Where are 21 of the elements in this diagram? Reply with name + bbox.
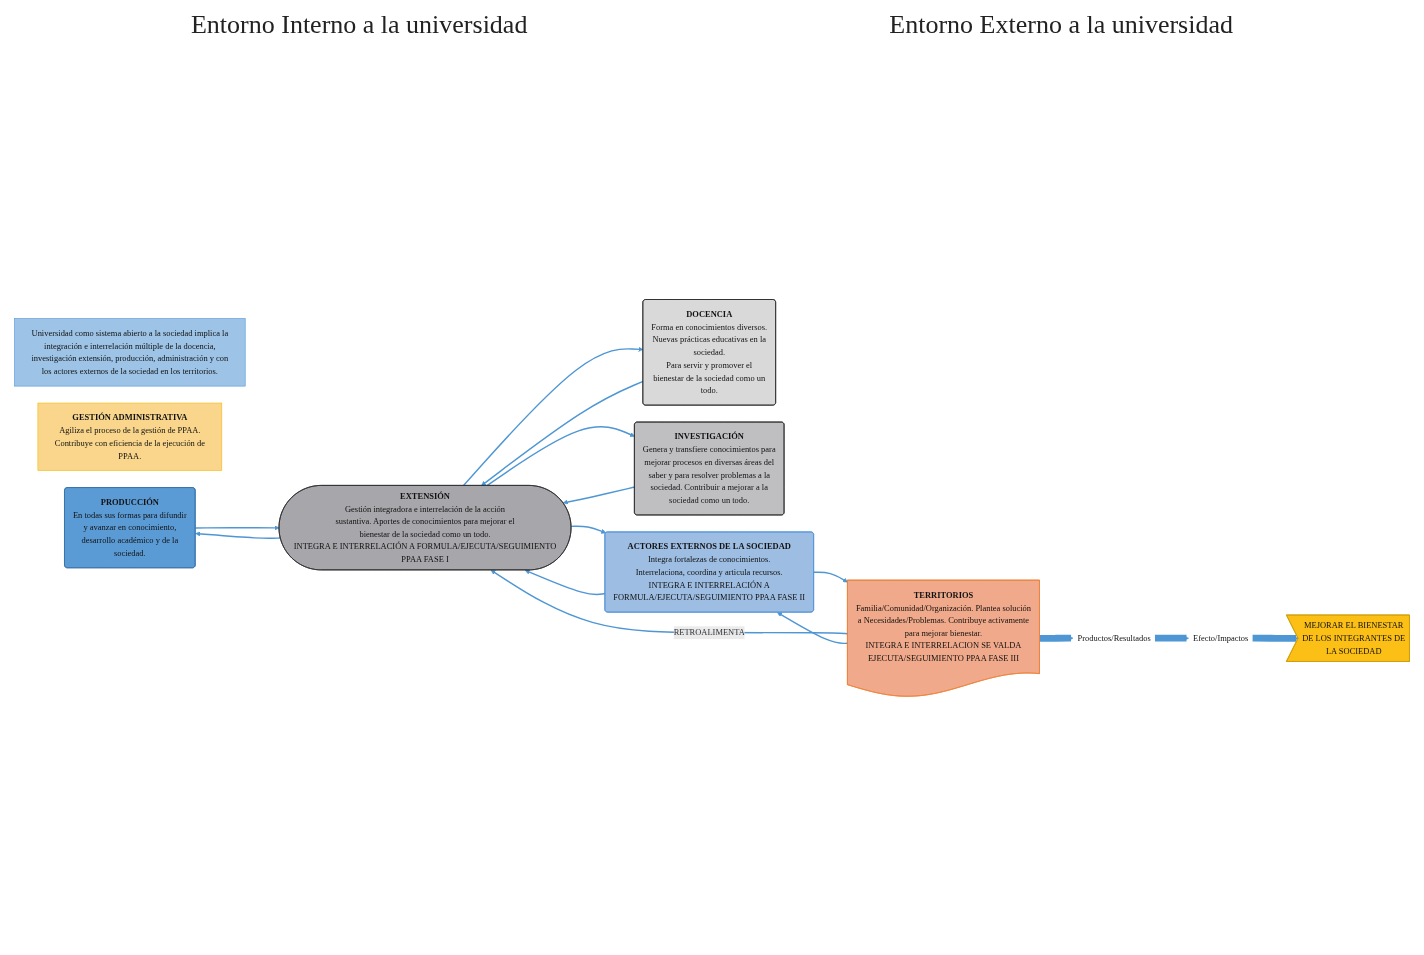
arrow [481,380,644,486]
arrow [486,425,635,486]
node-box: Universidad como sistema abierto a la sociedad implica la integración e interrelación múltiple de la docencia, investigación extensión, producción, administración y con los actores externos de la sociedad en los territorios. [14,317,246,386]
arrow [813,571,848,582]
arrow [194,525,280,530]
arrow [1154,634,1189,642]
arrow [462,346,644,486]
node-box: GESTIÓN ADMINISTRATIVA Agiliza el proceso de la gestión de PPAA. Contribuye con eficiencia de la ejecución de PPAA. [37,402,223,471]
region-label: Entorno Interno a la universidad [190,10,528,41]
arrow [490,569,849,634]
arrow [524,569,606,595]
arrow [562,485,636,505]
arrow [570,525,607,534]
node-text: Productos/Resultados [1077,633,1151,643]
arrow [777,611,849,644]
arrow [1039,634,1074,642]
arrow [195,531,282,539]
arrow [1252,634,1299,642]
region-label: Entorno Externo a la universidad [889,10,1233,41]
node-text: Efecto/Impactos [1192,633,1249,643]
edge-label: RETROALIMENTA [673,627,745,637]
